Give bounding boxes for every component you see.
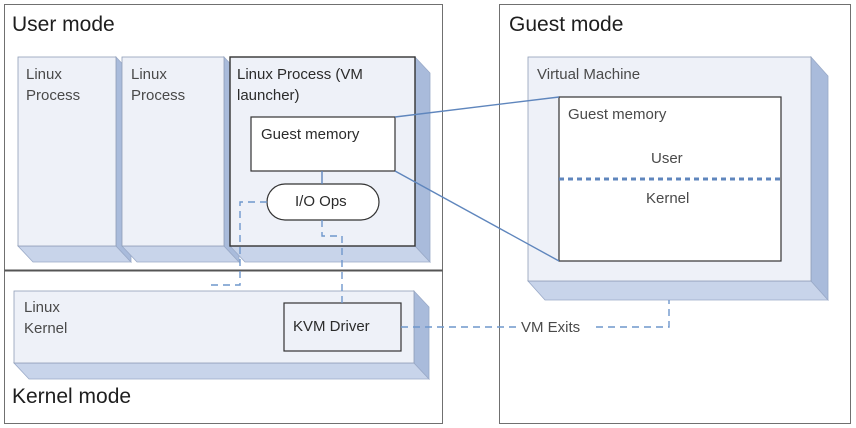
- process-1-label-line1: Linux: [26, 66, 62, 83]
- vm-launcher-label-line1: Linux Process (VM: [237, 66, 363, 83]
- memory-map-line-bottom: [394, 170, 560, 262]
- vm-launcher-label-line2: launcher): [237, 87, 300, 104]
- guest-user-label: User: [651, 150, 683, 167]
- guest-kernel-label: Kernel: [646, 190, 690, 207]
- kernel-label-line1: Linux: [24, 299, 60, 316]
- host-guest-memory-box: [250, 116, 396, 172]
- io-ops-left-dashed-path: [208, 201, 267, 286]
- kernel-mode-title: Kernel mode: [12, 385, 132, 408]
- process-2-label-line1: Linux: [131, 66, 167, 83]
- kvm-driver-label: KVM Driver: [293, 318, 370, 335]
- memory-map-line-top: [394, 96, 560, 118]
- virtual-machine-label: Virtual Machine: [537, 66, 641, 83]
- kernel-label-line2: Kernel: [24, 320, 68, 337]
- guest-memory-label: Guest memory: [568, 106, 667, 123]
- process-1-label-line2: Process: [26, 87, 81, 104]
- vm-exits-label: VM Exits: [521, 319, 581, 336]
- user-mode-title: User mode: [12, 13, 115, 36]
- process-2-label-line2: Process: [131, 87, 186, 104]
- io-ops-to-kernel-dashed-path: [321, 220, 343, 303]
- io-ops-label: I/O Ops: [295, 193, 347, 210]
- vm-exits-line-right: [596, 300, 670, 328]
- host-guest-memory-label: Guest memory: [261, 126, 360, 143]
- guest-mode-title: Guest mode: [509, 13, 624, 36]
